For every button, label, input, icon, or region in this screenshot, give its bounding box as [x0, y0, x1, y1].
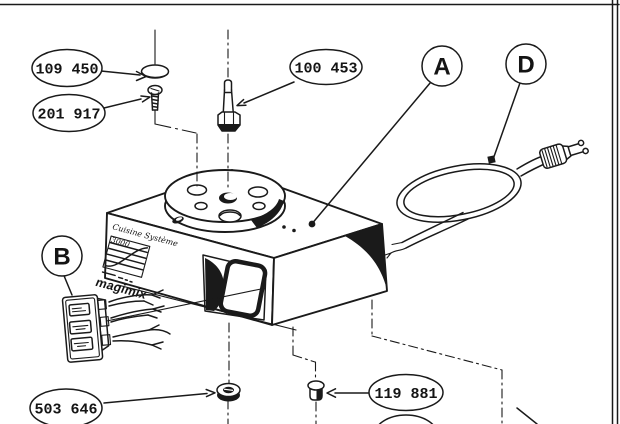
- top-face-dot-2: [292, 228, 296, 233]
- front-window-recess: [202, 254, 268, 321]
- spindle-nut-shadow: [218, 124, 240, 131]
- callout-bubble-100453: [289, 48, 363, 86]
- washer-cap-part: [140, 64, 170, 79]
- switch-leader-line-2: [96, 288, 262, 324]
- plug-neck: [561, 145, 572, 161]
- ref-letter-d: D: [517, 52, 534, 79]
- ref-letter-a: A: [433, 54, 450, 81]
- cord-loop-outer: [396, 163, 522, 223]
- bottom-fasteners: [216, 322, 325, 424]
- callout-leaders: [62, 70, 522, 404]
- spindle-shaft: [222, 89, 234, 113]
- switch-button-markings: [71, 307, 89, 348]
- turntable-hole-front-rim: [219, 211, 241, 217]
- washer-cap-and-screw-parts: [140, 29, 198, 187]
- plug-prong-1: [567, 142, 581, 148]
- base-unit-right-face: [271, 223, 388, 326]
- leader-ref-d: [492, 80, 522, 159]
- cord-to-lead-end: [401, 211, 469, 249]
- plug-grip-ridges: [541, 144, 563, 168]
- turntable: [164, 169, 286, 233]
- cord-lead-wires: [384, 241, 407, 259]
- ref-circle-a: [421, 45, 463, 87]
- speed-chart-curve: [105, 247, 149, 267]
- turntable-slot-highlight: [175, 217, 183, 221]
- corner-line: [516, 407, 538, 424]
- right-face-shadow: [345, 224, 387, 290]
- part-number-201917: 201 917: [37, 107, 100, 124]
- switch-leader-line-1: [117, 284, 297, 331]
- turntable-hole-center-highlight: [224, 193, 237, 200]
- ref-circle-b: [41, 235, 83, 277]
- ref-circle-d: [505, 43, 547, 85]
- screw-slot: [150, 87, 160, 92]
- arrowhead-foot-washer: [205, 388, 216, 398]
- spindle-part: [217, 29, 241, 189]
- turntable-hole-small-right: [252, 201, 266, 211]
- plug-prong-2: [569, 150, 585, 157]
- turntable-shadow: [251, 199, 284, 228]
- ref-letter-b: B: [53, 244, 70, 271]
- arrowhead-washer-cap: [135, 70, 147, 82]
- plug-prong-tip-1: [577, 139, 585, 147]
- arrowhead-spindle: [236, 98, 247, 107]
- leader-ref-a: [312, 81, 432, 224]
- center-line-diagonal: [371, 335, 503, 371]
- part-number-callouts: 109 450 201 917 100 453 503 646 119 881: [29, 48, 444, 424]
- mounting-bolt-head: [307, 380, 325, 391]
- part-number-119881: 119 881: [374, 386, 437, 403]
- rocker-switch-assembly: [61, 289, 171, 363]
- screw-shank: [150, 92, 160, 111]
- leader-spindle: [243, 81, 295, 104]
- leader-screw: [103, 98, 142, 109]
- arrowhead-screw: [140, 95, 151, 103]
- switch-button-bottom: [70, 336, 94, 352]
- rocker-switch: [61, 294, 112, 363]
- speed-chart-box: [102, 235, 151, 278]
- window-frame: [218, 258, 268, 319]
- ref-a-target-dot: [308, 220, 316, 228]
- callout-bubble-503646: [29, 388, 103, 424]
- switch-wires: [108, 289, 171, 350]
- part-number-503646: 503 646: [34, 402, 97, 419]
- plug-prong-tip-2: [582, 147, 589, 155]
- leader-ref-b: [62, 273, 73, 296]
- foot-washer-slot: [223, 388, 234, 391]
- top-face-dot-1: [282, 225, 286, 229]
- part-number-100453: 100 453: [294, 61, 357, 78]
- callout-bubble-109450: [31, 48, 103, 88]
- power-plug: [539, 139, 589, 169]
- reference-letter-circles: A D B: [41, 43, 547, 277]
- switch-terminals: [97, 299, 112, 346]
- part-number-109450: 109 450: [35, 62, 98, 79]
- turntable-hole-small-left: [194, 201, 208, 211]
- cutoff-part-ellipse: [378, 414, 434, 424]
- label-dashes: [101, 271, 133, 283]
- callout-bubble-119881: [368, 373, 444, 412]
- bolt-axis-lines: [292, 326, 317, 424]
- cord-loop-inner: [403, 168, 515, 218]
- leader-washer-cap: [100, 70, 141, 76]
- power-cord: [384, 139, 589, 259]
- switch-panel-inner: [65, 297, 100, 360]
- washer-cap-rim: [141, 72, 169, 78]
- turntable-hole-right: [247, 186, 269, 198]
- hidden-center-lines-right: [371, 299, 538, 424]
- switch-button-top: [68, 302, 91, 317]
- leader-foot-washer: [103, 392, 208, 404]
- switch-button-middle: [68, 319, 93, 335]
- callout-bubble-201917: [32, 93, 106, 133]
- spindle-tip: [223, 79, 233, 91]
- arrowhead-bolt: [326, 388, 337, 398]
- base-unit: Cuisine Système 3000 magimix: [93, 169, 388, 331]
- screw-axis-diagonal: [154, 123, 197, 134]
